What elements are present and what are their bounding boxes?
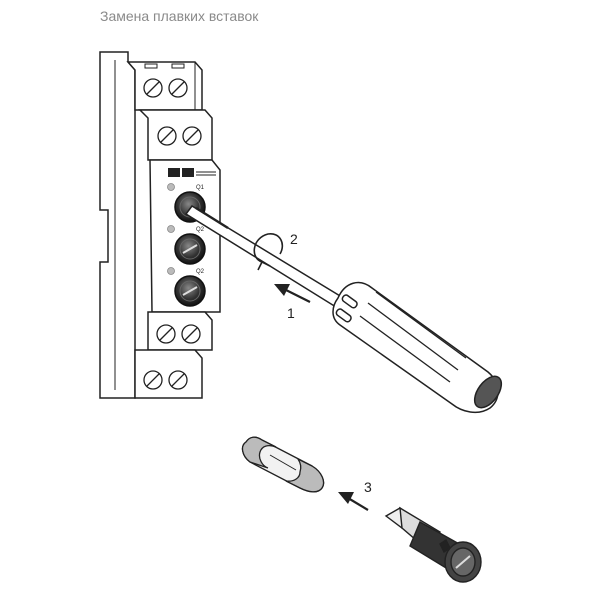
terminal-screws <box>143 78 202 390</box>
fuse-knob-icon[interactable] <box>174 275 206 307</box>
terminal-block-bottom-2 <box>134 349 203 399</box>
screwdriver-icon <box>184 205 503 414</box>
terminal-block-top-1 <box>126 61 203 111</box>
screw-icon <box>168 370 188 390</box>
step-2-label: 2 <box>290 231 298 247</box>
led-icon <box>167 267 175 275</box>
din-module <box>99 51 221 399</box>
fuse-label-q1: Q1 <box>196 185 205 191</box>
screw-icon <box>143 370 163 390</box>
led-indicators <box>167 183 175 275</box>
screw-icon <box>143 78 163 98</box>
screw-icon <box>156 324 176 344</box>
fuse-knob-icon[interactable] <box>174 233 206 265</box>
screw-icon <box>181 324 201 344</box>
led-icon <box>167 183 175 191</box>
screw-icon <box>157 126 177 146</box>
rotate-arrow-icon <box>253 233 284 271</box>
diagram-title: Замена плавких вставок <box>100 8 259 24</box>
step-1-label: 1 <box>287 305 295 321</box>
fuse-holder-cap-icon <box>384 506 482 583</box>
insert-arrow-icon <box>338 492 369 511</box>
screw-icon <box>182 126 202 146</box>
led-icon <box>167 225 175 233</box>
brand-logo-icon <box>168 168 216 177</box>
glass-fuse-icon <box>241 436 325 493</box>
fuse-label-q2b: Q2 <box>196 269 205 275</box>
step-3-label: 3 <box>364 479 372 495</box>
din-rail-back <box>99 51 136 399</box>
screw-icon <box>168 78 188 98</box>
push-arrow-icon <box>274 284 311 303</box>
fuse-label-q2: Q2 <box>196 227 205 233</box>
